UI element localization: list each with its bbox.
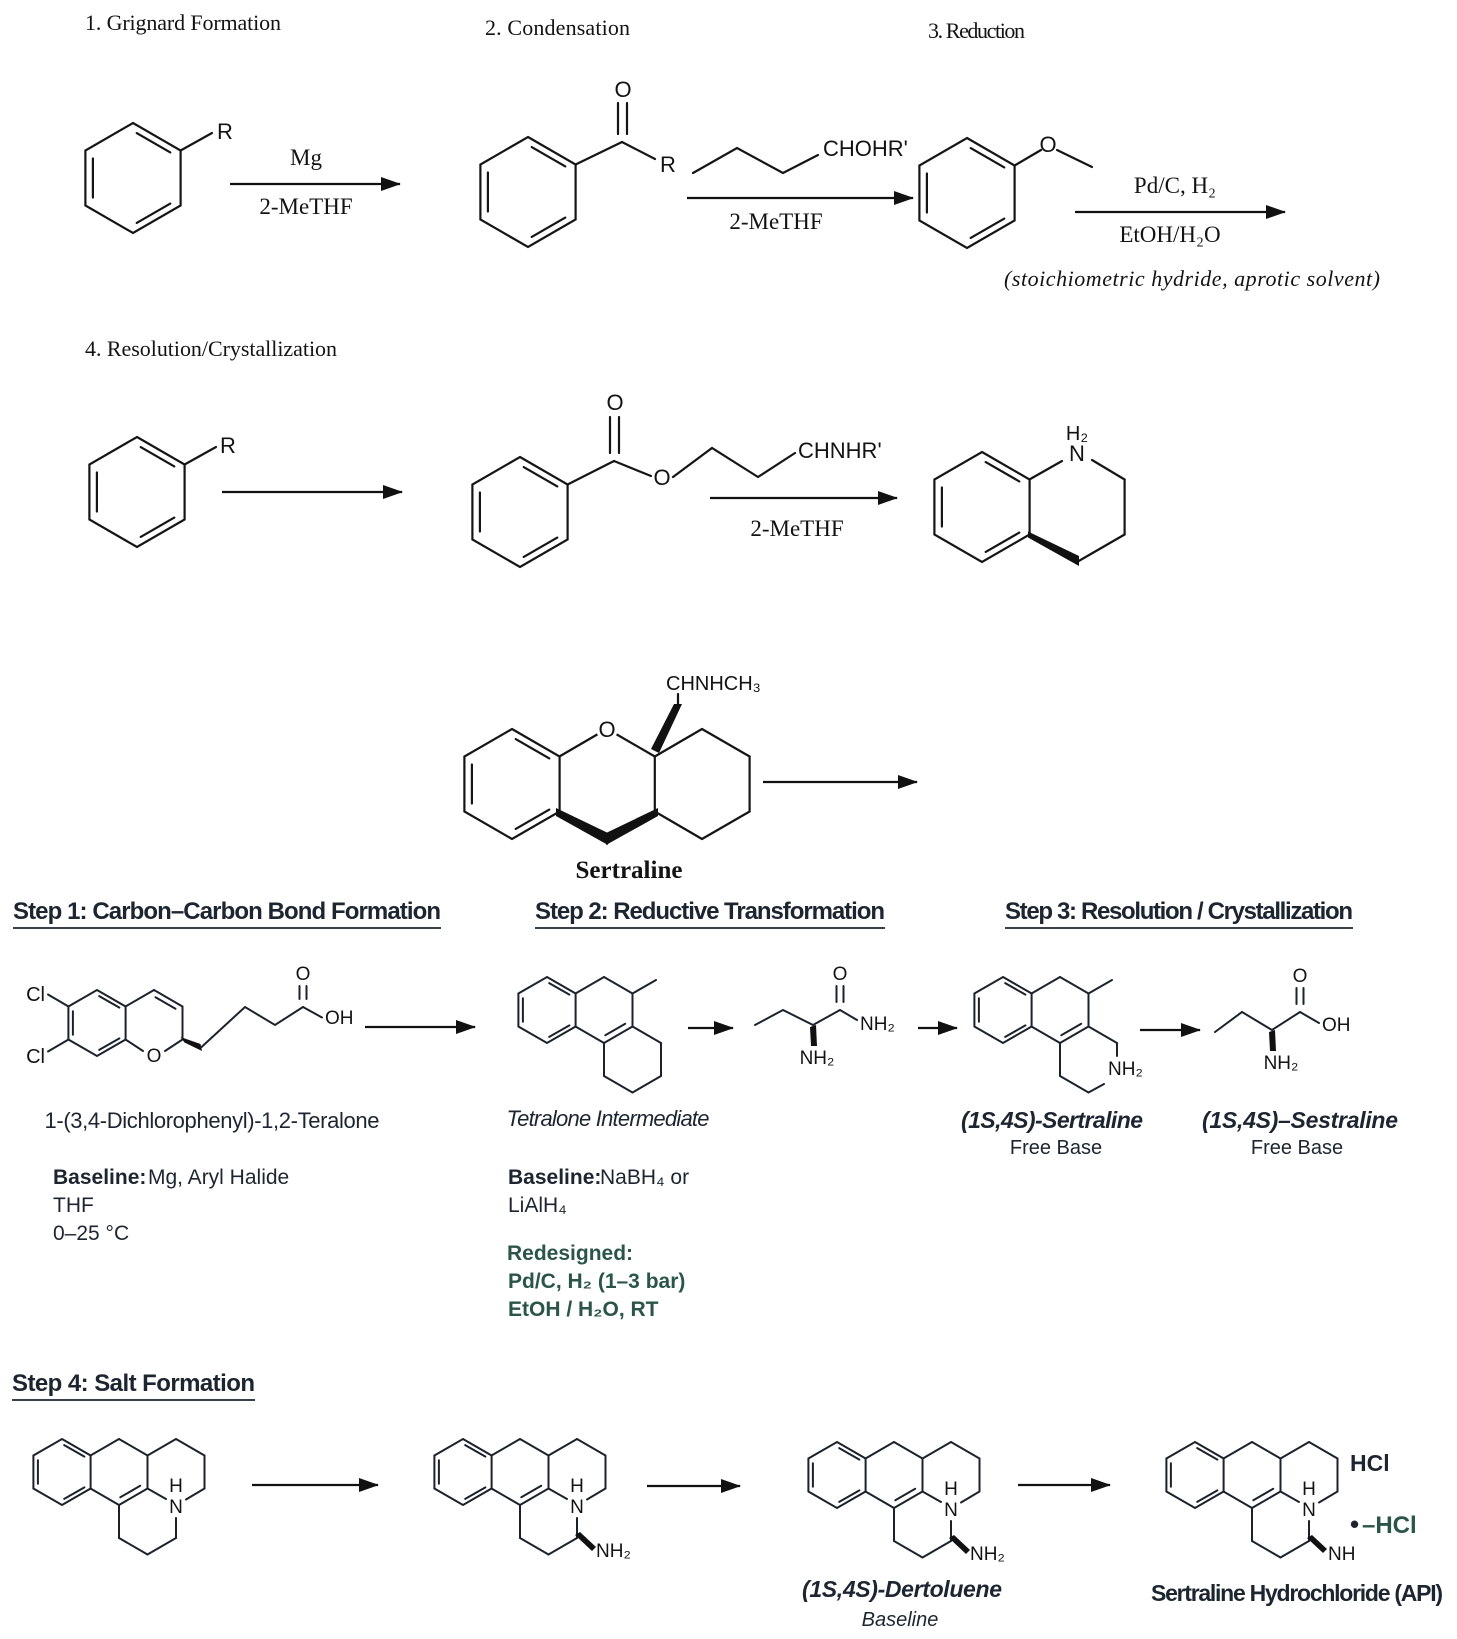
sertraline-intermediate-structure: O CHNHCH₃ Sertraline [463, 673, 761, 884]
bottom-step3-section: Step 3: Resolution / Crystallization NH₂… [961, 898, 1398, 1159]
step2-baseline-label: Baseline: [508, 1166, 601, 1189]
alcohol-reagent-chain: CHOHR' [691, 136, 908, 175]
r-substituent-label: R [217, 119, 233, 144]
reagent-above-arrow-1: Mg [290, 145, 322, 170]
step3-product1-subtitle: Free Base [1010, 1137, 1102, 1159]
top-step3-title: 3. Reduction [928, 18, 1025, 43]
tetrahydroquinoline-structure: H₂ N [933, 423, 1126, 566]
api-name-label: Sertraline Hydrochloride (API) [1151, 1580, 1443, 1606]
step3-product2-name: (1S,4S)–Sestraline [1202, 1107, 1398, 1133]
benzoate-ester-structure: O O CHNHR' [471, 390, 882, 569]
hcl-top-label: HCl [1350, 1450, 1390, 1476]
r-substituent-label: R [220, 433, 236, 458]
step1-baseline-label: Baseline: [53, 1166, 146, 1189]
bottom-step4-section: Step 4: Salt Formation NH₂ NH₂ (1S,4S)-D… [12, 1370, 1443, 1631]
chnhr-reagent-label: CHNHR' [798, 438, 882, 463]
amine-nh2-label: NH₂ [970, 1544, 1005, 1565]
ester-o-label: O [653, 465, 670, 490]
step2-redesigned-label: Redesigned: [507, 1242, 633, 1265]
amide-carbonyl-o-label: O [833, 964, 848, 985]
tetracyclic-amine-structure-3: NH₂ (1S,4S)-Dertoluene Baseline [802, 1442, 1005, 1631]
solvent-below-arrow-3: EtOH/H₂O [1119, 222, 1220, 247]
aryl-halide-structure: R [84, 119, 233, 235]
acid-carbonyl-o-label: O [1293, 966, 1308, 987]
reagent-above-arrow-3: Pd/C, H₂ [1134, 173, 1216, 198]
top-step2-title: 2. Condensation [485, 15, 630, 40]
step2-baseline-line2: LiAlH₄ [508, 1194, 567, 1217]
solvent-below-arrow-1: 2-MeTHF [259, 194, 352, 219]
step3-product2-subtitle: Free Base [1251, 1137, 1343, 1159]
tetracyclic-amine-structure-2: NH₂ [434, 1439, 631, 1562]
solvent-below-arrow-2: 2-MeTHF [729, 209, 822, 234]
step4-product3-subtitle: Baseline [862, 1609, 939, 1631]
ring-o-label: O [598, 717, 615, 742]
aryl-ketone-structure: O R [479, 77, 676, 249]
amide-nh2-label: NH₂ [860, 1014, 895, 1035]
step3-product1-name: (1S,4S)-Sertraline [961, 1107, 1143, 1133]
step2-baseline-text: NaBH₄ or [600, 1166, 689, 1189]
step1-temperature-line: 0–25 °C [53, 1222, 129, 1245]
acid-oh-label: OH [325, 1008, 354, 1029]
step3-heading: Step 3: Resolution / Crystallization [1005, 898, 1353, 925]
sertraline-label: Sertraline [576, 857, 683, 884]
top-step4-resolution: 4. Resolution/Crystallization R O O CHNH… [85, 336, 1126, 569]
acid-carbonyl-o-label: O [296, 964, 311, 985]
aryl-halide-structure-2: R [88, 433, 236, 549]
amine-n-label: N [1069, 441, 1085, 466]
aminoamide-structure: O NH₂ NH₂ [754, 964, 895, 1069]
tetralin-methyl-structure [517, 976, 662, 1094]
step4-product3-name: (1S,4S)-Dertoluene [802, 1576, 1002, 1602]
solvent-below-arrow-5: 2-MeTHF [750, 516, 843, 541]
amine-h2-label: H₂ [1066, 423, 1088, 445]
carbonyl-o-label: O [614, 77, 631, 102]
sertraline-freebase-structure: NH₂ [973, 976, 1143, 1094]
top-step4-title: 4. Resolution/Crystallization [85, 336, 337, 361]
step2-heading: Step 2: Reductive Transformation [535, 898, 885, 925]
sertraline-hydrochloride-structure: NH HCl • –HCl Sertraline Hydrochloride (… [1151, 1442, 1443, 1606]
top-step1-grignard: 1. Grignard Formation R Mg 2-MeTHF [84, 10, 401, 235]
step2-redesigned-line2: EtOH / H₂O, RT [508, 1298, 659, 1321]
amine-nh2-label: NH₂ [596, 1541, 631, 1562]
step1-compound-name: 1-(3,4-Dichlorophenyl)-1,2-Teralone [45, 1108, 380, 1133]
aryl-methyl-ether-structure: O [918, 132, 1094, 250]
chromene-o-label: O [147, 1046, 162, 1067]
bottom-step1-section: Step 1: Carbon–Carbon Bond Formation Cl … [13, 898, 476, 1245]
r-substituent-label: R [660, 152, 676, 177]
dichloro-chromene-acid-structure: Cl Cl O O OH [26, 964, 353, 1068]
ether-o-label: O [1039, 132, 1056, 157]
alpha-nh2-label: NH₂ [800, 1048, 835, 1069]
step1-heading: Step 1: Carbon–Carbon Bond Formation [13, 898, 441, 925]
step2-redesigned-line1: Pd/C, H₂ (1–3 bar) [508, 1270, 685, 1293]
carbonyl-o-label: O [606, 390, 623, 415]
top-step1-title: 1. Grignard Formation [85, 10, 281, 35]
chohr-reagent-label: CHOHR' [823, 136, 908, 161]
step2-compound-name: Tetralone Intermediate [507, 1106, 710, 1131]
hcl-salt-label: –HCl [1362, 1512, 1417, 1539]
reduction-note: (stoichiometric hydride, aprotic solvent… [1004, 266, 1380, 291]
top-step3-reduction: 3. Reduction O Pd/C, H₂ EtOH/H₂O (stoich… [918, 18, 1380, 291]
chnhch3-substituent-label: CHNHCH₃ [666, 673, 761, 695]
salt-dot-label: • [1350, 1509, 1359, 1539]
ring-nh2-label: NH₂ [1108, 1059, 1143, 1080]
acid-oh-label: OH [1322, 1015, 1351, 1036]
cl-label-top: Cl [26, 984, 45, 1006]
top-step2-condensation: 2. Condensation O R CHOHR' 2-MeTHF [479, 15, 914, 249]
aminoacid-structure: O OH NH₂ [1214, 966, 1351, 1074]
step1-solvent-line: THF [53, 1194, 94, 1217]
step4-heading: Step 4: Salt Formation [12, 1370, 255, 1397]
bottom-step2-section: Step 2: Reductive Transformation O NH₂ [507, 898, 958, 1321]
step1-baseline-text: Mg, Aryl Halide [148, 1166, 289, 1189]
cl-label-bottom: Cl [26, 1046, 45, 1068]
amine-nh-label: NH [1328, 1544, 1355, 1565]
alpha-nh2-label: NH₂ [1264, 1053, 1299, 1074]
